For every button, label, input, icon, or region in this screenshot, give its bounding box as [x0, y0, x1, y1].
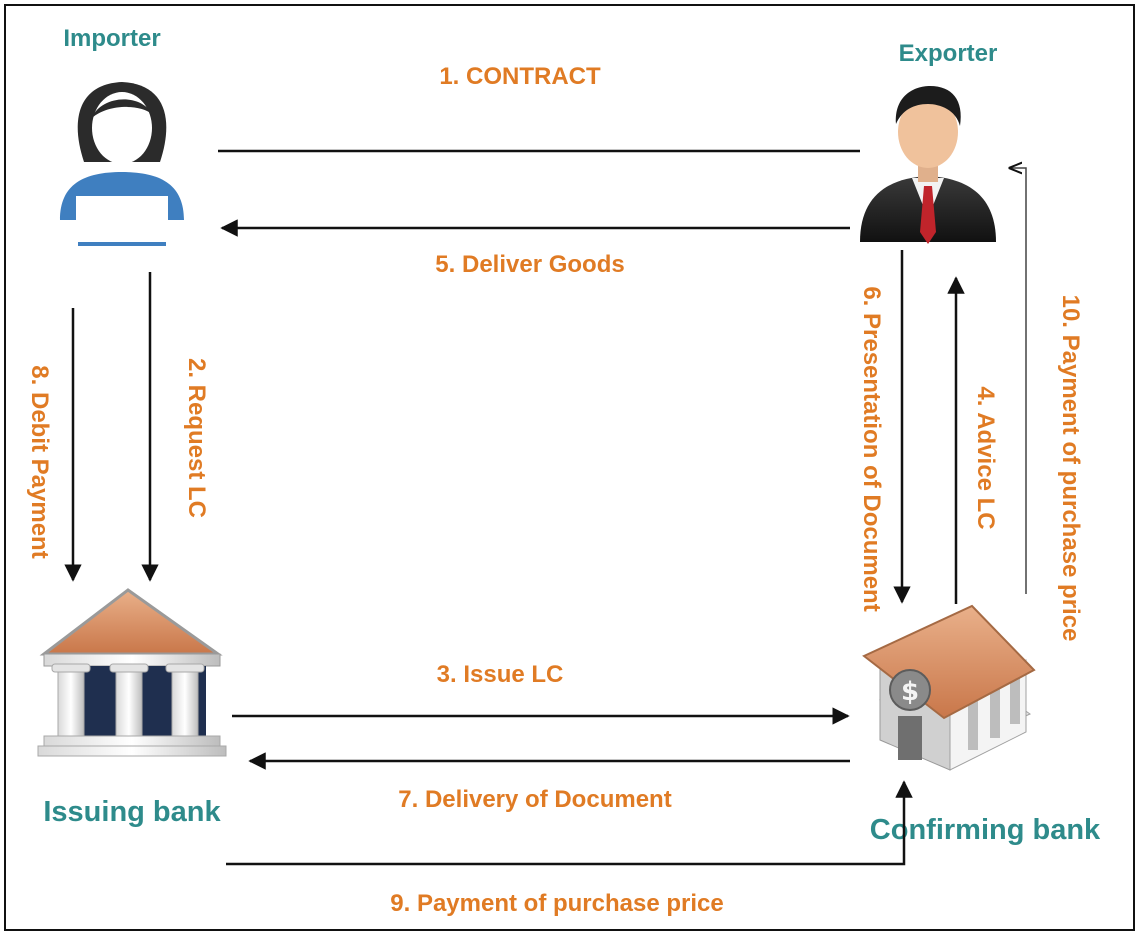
payment-to-exporter-arrow: [1010, 168, 1027, 594]
exporter-label: Exporter: [899, 40, 998, 67]
step-9-label: 9. Payment of purchase price: [390, 890, 723, 917]
step-8-label: 8. Debit Payment: [26, 365, 53, 558]
classical-bank-building-icon: [37, 588, 227, 757]
step-10-label: 10. Payment of purchase price: [1057, 295, 1084, 642]
issuing-bank-label: Issuing bank: [43, 796, 221, 828]
step-7-label: 7. Delivery of Document: [398, 786, 671, 813]
payment-to-confirming-bank-arrow: [226, 780, 913, 866]
bank-house-dollar-icon: $: [862, 604, 1036, 771]
step-3-label: 3. Issue LC: [437, 661, 564, 688]
importer-label: Importer: [63, 25, 160, 52]
diagram-frame: [4, 4, 1135, 931]
step-1-label: 1. CONTRACT: [439, 63, 601, 90]
step-5-label: 5. Deliver Goods: [435, 251, 624, 278]
step-2-label: 2. Request LC: [183, 358, 210, 518]
confirming-bank-label: Confirming bank: [870, 814, 1101, 846]
step-6-label: 6. Presentation of Document: [858, 286, 885, 611]
businessman-icon: [860, 86, 996, 244]
svg-text:$: $: [901, 677, 919, 707]
woman-user-icon: [60, 82, 184, 246]
step-4-label: 4. Advice LC: [972, 386, 999, 529]
